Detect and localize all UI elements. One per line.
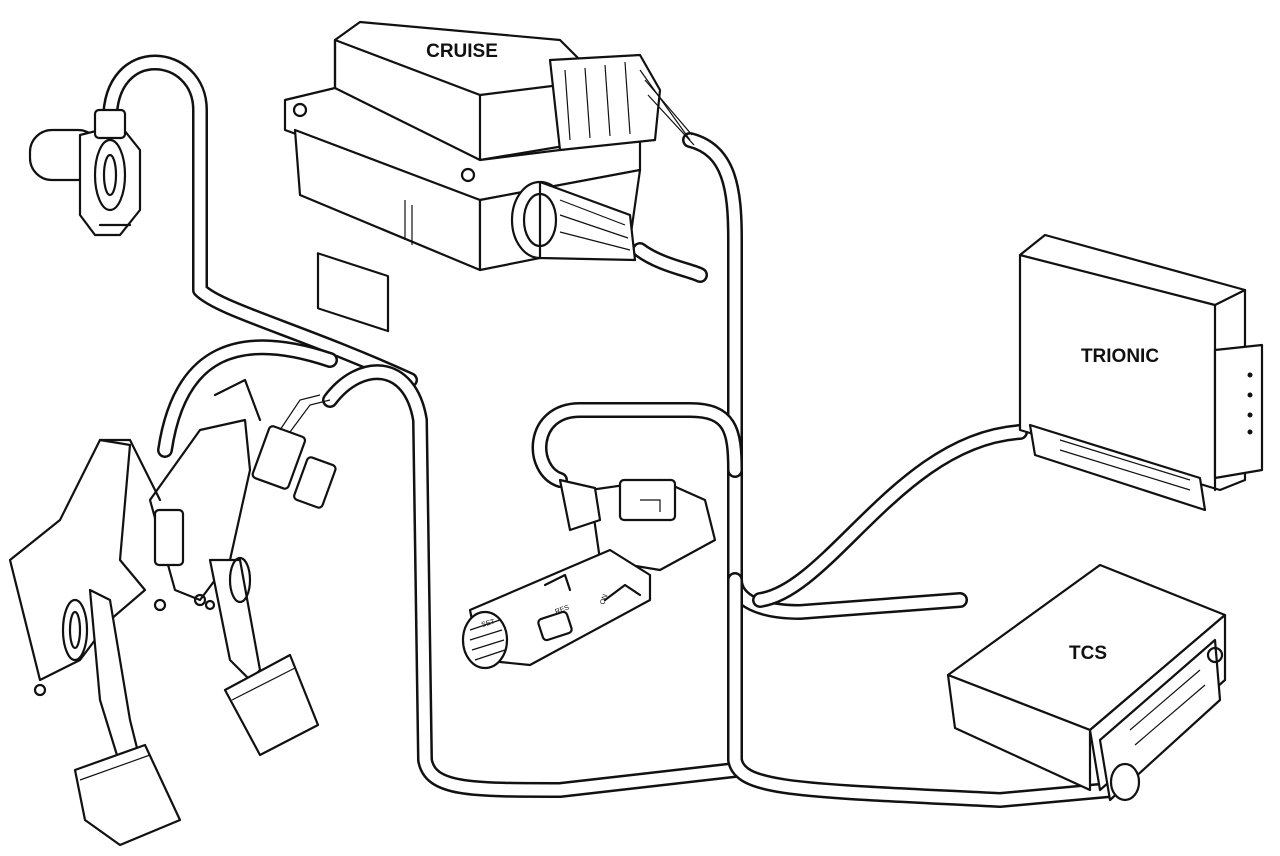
wiring-harness — [102, 54, 1118, 808]
switch-set-text: SET — [481, 618, 497, 628]
cruise-module: CRUISE — [283, 20, 695, 333]
tcs-module: TCS — [946, 563, 1227, 802]
switch-res-text: RES — [554, 604, 570, 616]
tcs-label: TCS — [1069, 643, 1107, 664]
cruise-label: CRUISE — [426, 41, 498, 62]
switch-on-text: ON — [599, 593, 609, 605]
pedal-assembly — [8, 378, 337, 847]
trionic-ecu: TRIONIC — [1018, 233, 1264, 512]
cruise-actuator — [510, 180, 637, 262]
pedal-switches — [153, 394, 337, 612]
speed-sensor — [28, 108, 142, 237]
clutch-pedal — [8, 438, 182, 847]
trionic-label: TRIONIC — [1081, 346, 1159, 367]
cruise-connector — [548, 53, 695, 152]
cruise-stalk-switch: SET RES ON — [461, 478, 717, 670]
